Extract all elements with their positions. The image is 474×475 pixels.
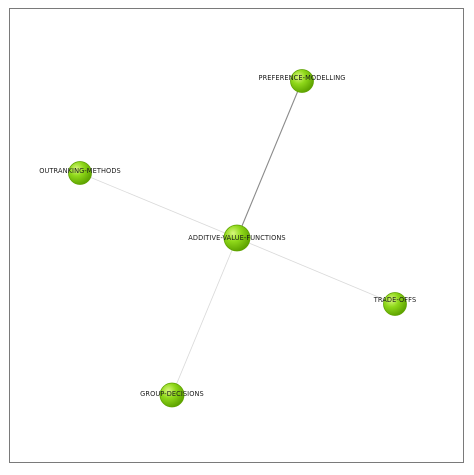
node-outranking-methods[interactable]: OUTRANKING-METHODS: [39, 161, 121, 185]
edge-additive-value-functions-outranking-methods: [79, 172, 238, 239]
node-additive-value-functions[interactable]: ADDITIVE-VALUE-FUNCTIONS: [188, 224, 286, 252]
node-label: PREFERENCE-MODELLING: [259, 74, 346, 82]
edge-additive-value-functions-preference-modelling: [236, 80, 303, 239]
node-trade-offs[interactable]: TRADE-OFFS: [373, 292, 417, 316]
node-label: OUTRANKING-METHODS: [39, 167, 121, 175]
node-group-decisions[interactable]: GROUP-DECISIONS: [140, 382, 204, 408]
edge-additive-value-functions-trade-offs: [236, 237, 396, 305]
node-label: GROUP-DECISIONS: [140, 390, 204, 398]
edge-additive-value-functions-group-decisions: [171, 237, 238, 396]
node-label: TRADE-OFFS: [373, 296, 417, 304]
node-preference-modelling[interactable]: PREFERENCE-MODELLING: [259, 69, 346, 93]
node-label: ADDITIVE-VALUE-FUNCTIONS: [188, 234, 285, 242]
